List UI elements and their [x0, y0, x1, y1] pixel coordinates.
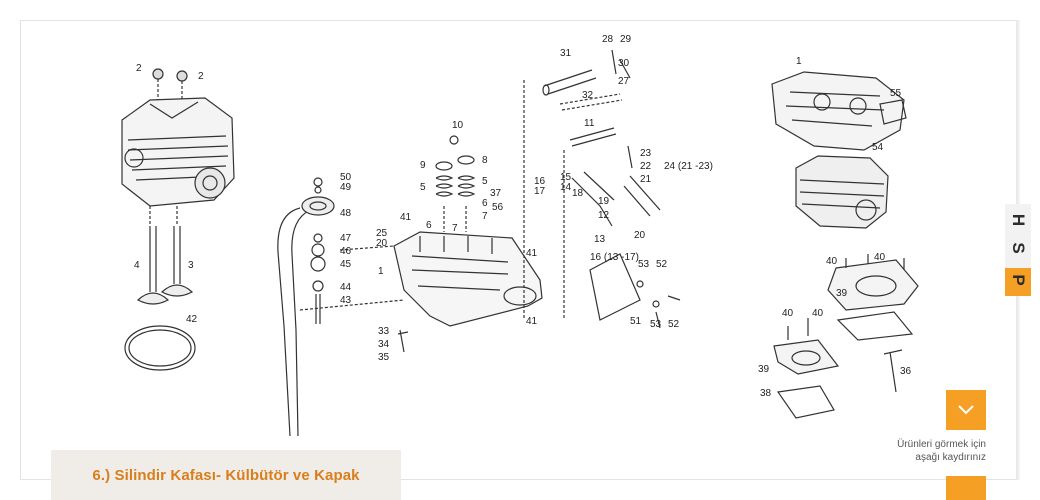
part-label: 40 — [826, 256, 838, 267]
part-label: 40 — [874, 252, 886, 263]
part-label: 15 — [560, 172, 572, 183]
part-label: 43 — [340, 295, 352, 306]
part-label: 11 — [584, 118, 595, 129]
part-label: 7 — [482, 211, 488, 222]
part-label: 37 — [490, 188, 502, 199]
part-label: 53 — [638, 259, 650, 270]
part-label: 53 — [650, 319, 662, 330]
part-label: 5 — [420, 182, 426, 193]
part-label: 33 — [378, 326, 390, 337]
part-label: 13 — [594, 234, 606, 245]
part-label: 21 — [640, 174, 652, 185]
valve-covers — [773, 254, 919, 419]
scroll-hint-line2: aşağı kaydırınız — [915, 452, 986, 463]
part-label: 28 — [602, 34, 614, 45]
part-label: 30 — [618, 58, 630, 69]
part-label: 47 — [340, 233, 352, 244]
brand-side-tab[interactable]: H S P — [1005, 204, 1031, 296]
part-label: 22 — [640, 161, 652, 172]
part-label: 4 — [134, 260, 140, 271]
brand-accent-block — [1005, 268, 1031, 296]
part-label: 20 — [634, 230, 646, 241]
part-label: 42 — [186, 314, 198, 325]
part-label: 19 — [598, 196, 610, 207]
part-label: 48 — [340, 208, 352, 219]
part-label: 1 — [378, 266, 384, 277]
part-label: 41 — [400, 212, 412, 223]
part-label: 56 — [492, 202, 504, 213]
part-label: 35 — [378, 352, 390, 363]
part-label: 44 — [340, 282, 352, 293]
part-label: 9 — [420, 160, 426, 171]
part-label: 52 — [656, 259, 668, 270]
part-label: 1 — [796, 56, 802, 67]
part-label: 5 — [482, 176, 488, 187]
rocker-shaft — [523, 49, 681, 329]
part-label: 2 — [136, 63, 142, 74]
part-label: 25 — [376, 228, 388, 239]
part-label: 46 — [340, 246, 352, 257]
scroll-hint-line1: Ürünleri görmek için — [897, 439, 986, 450]
part-label: 29 — [620, 34, 632, 45]
part-label: 18 — [572, 188, 584, 199]
part-label: 55 — [890, 88, 902, 99]
part-label: 20 — [376, 238, 388, 249]
chevron-down-icon — [958, 405, 974, 415]
part-label: 38 — [760, 388, 772, 399]
brand-letter-s: S — [1009, 242, 1028, 254]
part-label: 45 — [340, 259, 352, 270]
part-label: 41 — [526, 248, 538, 259]
part-labels: 2 2 4 3 42 50 49 48 47 46 45 44 43 10 9 … — [134, 34, 912, 399]
part-label: 14 — [560, 182, 572, 193]
rocker-housing — [299, 135, 543, 353]
part-label: 49 — [340, 182, 352, 193]
part-label: 51 — [630, 316, 642, 327]
part-label: 3 — [188, 260, 194, 271]
scroll-button-secondary[interactable] — [946, 476, 986, 500]
part-label: 6 — [482, 198, 488, 209]
part-label: 40 — [782, 308, 794, 319]
part-label: 54 — [872, 142, 884, 153]
part-label: 16 — [534, 176, 546, 187]
part-label: 31 — [560, 48, 572, 59]
part-label: 41 — [526, 316, 538, 327]
part-label: 17 — [534, 186, 546, 197]
part-label: 34 — [378, 339, 390, 350]
caption-title: 6.) Silindir Kafası- Külbütör ve Kapak — [92, 466, 360, 484]
cylinder-head-right — [771, 71, 907, 229]
part-label: 12 — [598, 210, 610, 221]
part-label: 39 — [758, 364, 770, 375]
part-label: 23 — [640, 148, 652, 159]
part-label: 2 — [198, 71, 204, 82]
scroll-hint: Ürünleri görmek için aşağı kaydırınız — [850, 438, 986, 464]
part-label: 52 — [668, 319, 680, 330]
part-label: 16 (13 -17) — [590, 252, 639, 263]
brand-letter-p: P — [1009, 274, 1028, 286]
part-label: 24 (21 -23) — [664, 161, 713, 172]
part-label: 27 — [618, 76, 630, 87]
brand-letter-h: H — [1009, 213, 1028, 227]
part-label: 40 — [812, 308, 824, 319]
diagram-caption: 6.) Silindir Kafası- Külbütör ve Kapak — [51, 450, 401, 500]
pushrod-tube — [277, 177, 335, 437]
part-label: 32 — [582, 90, 594, 101]
part-label: 50 — [340, 172, 352, 183]
cylinder-head-left — [121, 68, 235, 371]
part-label: 39 — [836, 288, 848, 299]
scroll-down-button[interactable] — [946, 390, 986, 430]
part-label: 10 — [452, 120, 464, 131]
part-label: 8 — [482, 155, 488, 166]
part-label: 36 — [900, 366, 912, 377]
part-label: 7 — [452, 223, 458, 234]
part-label: 6 — [426, 220, 432, 231]
